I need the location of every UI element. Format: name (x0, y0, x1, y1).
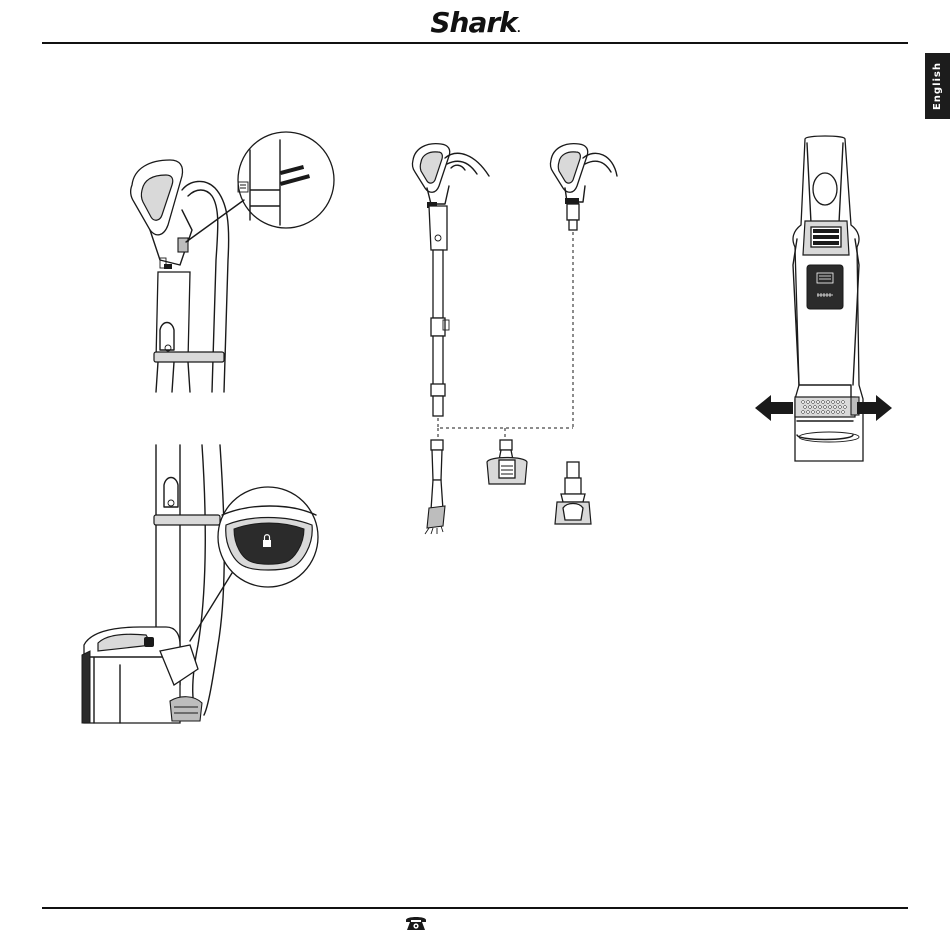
language-tab-label: English (925, 53, 950, 119)
arrow-left-icon (755, 395, 793, 421)
language-tab: English (925, 53, 950, 119)
header: Shark. (0, 0, 950, 40)
footer-divider (42, 907, 908, 909)
shark-logo: Shark. (0, 6, 950, 39)
figure-brushroll-slider (755, 135, 895, 465)
telephone-icon (405, 915, 427, 931)
figure-accessory-attachments (405, 140, 625, 535)
figure-hose-release-handle (120, 130, 330, 395)
figure-lift-away-lock (80, 445, 340, 725)
header-divider (42, 42, 908, 44)
